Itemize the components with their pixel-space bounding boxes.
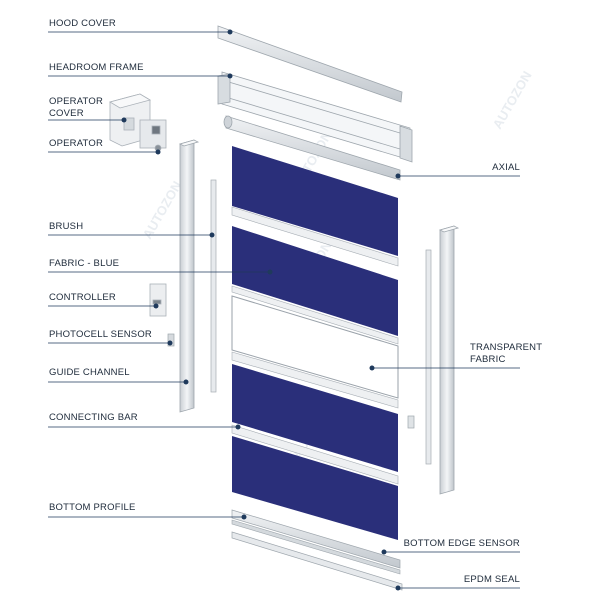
fabric-panel (232, 226, 398, 336)
label-transparent-fabric-line2: FABRIC (470, 354, 506, 365)
operator-part (139, 119, 167, 152)
label-operator: OPERATOR (49, 138, 104, 149)
right-brush-part (425, 249, 432, 465)
photocell-sensor-part (167, 333, 175, 347)
leader-lines (48, 31, 520, 589)
label-connecting-bar: CONNECTING BAR (49, 412, 138, 423)
controller-part (149, 283, 167, 317)
hood-cover-part (217, 25, 403, 103)
connecting-bar-segment (231, 351, 399, 409)
axial-roller-part (223, 115, 401, 181)
right-guide-channel-part (438, 225, 460, 495)
bottom-profile-part (231, 509, 401, 569)
connecting-bar-segment (231, 424, 399, 485)
label-operator-cover-line2: COVER (49, 108, 84, 119)
connecting-bar-segment (231, 206, 399, 267)
fabric-panel (232, 146, 398, 256)
curtain-panels (231, 146, 399, 540)
connecting-bar-segment (231, 285, 399, 345)
label-epdm-seal: EPDM SEAL (463, 574, 520, 585)
label-transparent-fabric-line1: TRANSPARENT (470, 342, 543, 353)
label-headroom-frame: HEADROOM FRAME (49, 62, 144, 73)
label-brush: BRUSH (49, 221, 84, 232)
label-operator-cover-line1: OPERATOR (49, 96, 104, 107)
left-brush-part (210, 179, 217, 393)
fabric-panel (232, 364, 398, 472)
label-controller: CONTROLLER (49, 292, 116, 303)
watermark-text: AUTOZON (490, 69, 535, 132)
epdm-seal-part (231, 531, 403, 591)
right-sensor-part (407, 415, 415, 429)
label-bottom-profile: BOTTOM PROFILE (49, 502, 136, 513)
watermark-text: AUTOZON (140, 179, 185, 242)
transparent-fabric-panel (231, 295, 399, 399)
label-hood-cover: HOOD COVER (49, 18, 116, 29)
headroom-frame-part (217, 71, 413, 163)
leader-dots (121, 29, 401, 591)
left-guide-channel-part (178, 139, 200, 413)
label-photocell-sensor: PHOTOCELL SENSOR (49, 329, 152, 340)
label-bottom-edge-sensor: BOTTOM EDGE SENSOR (403, 538, 520, 549)
label-fabric-blue: FABRIC - BLUE (49, 258, 120, 269)
bottom-edge-sensor-part (231, 519, 401, 575)
fabric-panel (232, 436, 398, 540)
label-guide-channel: GUIDE CHANNEL (49, 367, 130, 378)
label-axial: AXIAL (492, 162, 520, 173)
